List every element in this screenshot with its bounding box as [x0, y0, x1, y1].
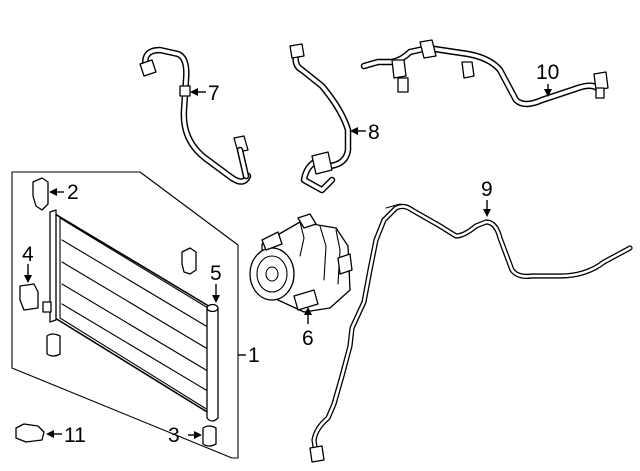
condenser-bracket-top	[42, 301, 52, 313]
callout-arrow-5	[212, 284, 220, 303]
callout-label-1: 1	[248, 344, 260, 367]
condenser-group-outline	[11, 171, 239, 459]
callout-label-6: 6	[302, 327, 314, 350]
callout-label-5: 5	[210, 262, 222, 285]
clip-4	[19, 283, 39, 311]
callout-label-11: 11	[64, 424, 86, 447]
receiver-drier	[206, 303, 219, 422]
hose-10	[360, 39, 609, 108]
callout-label-10: 10	[536, 61, 559, 84]
callout-arrow-7	[190, 88, 206, 96]
plug-3	[202, 425, 217, 447]
condenser-bracket-lower	[46, 333, 61, 357]
bracket-2	[32, 177, 49, 211]
callout-arrow-11	[46, 430, 62, 438]
callout-arrow-9	[483, 200, 491, 217]
callout-label-9: 9	[481, 178, 493, 201]
condenser-mount-bracket	[181, 247, 197, 275]
pipe-9	[309, 203, 633, 463]
condenser-assembly	[11, 171, 239, 459]
callout-label-7: 7	[208, 82, 220, 105]
condenser-left-tank	[49, 209, 57, 323]
callout-label-2: 2	[67, 181, 79, 204]
condenser-fins	[61, 239, 207, 391]
compressor	[249, 213, 353, 313]
callout-label-4: 4	[22, 243, 34, 266]
callout-label-8: 8	[368, 121, 380, 144]
connector-11	[15, 423, 45, 443]
callout-arrow-3	[188, 431, 202, 439]
compressor-mount-ear	[293, 289, 319, 311]
callout-arrow-10	[544, 84, 552, 97]
callout-arrow-6	[304, 307, 312, 324]
callout-arrow-8	[350, 127, 366, 135]
callout-arrow-4	[24, 264, 32, 283]
hose-8	[289, 43, 352, 194]
callout-arrow-2	[49, 188, 64, 196]
callout-label-3: 3	[168, 424, 180, 447]
hose-7	[139, 46, 252, 185]
